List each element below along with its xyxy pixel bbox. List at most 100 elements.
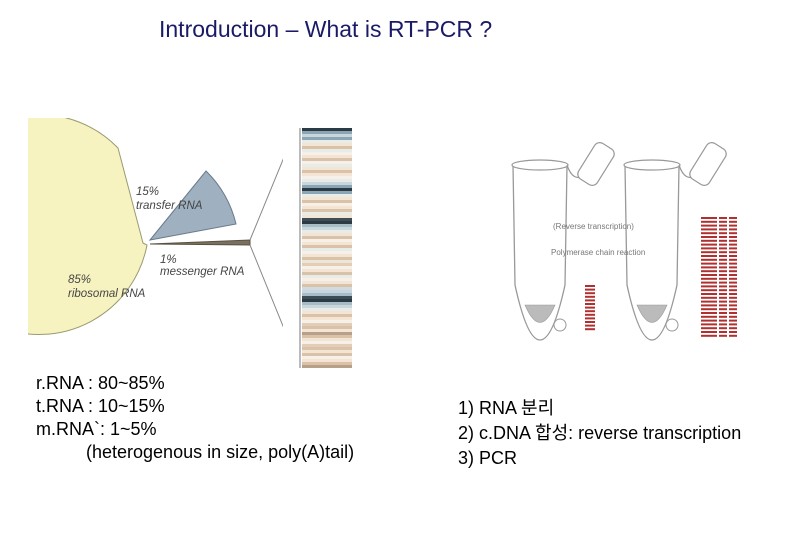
- cdna-band: [585, 310, 595, 313]
- pcr-band: [719, 247, 727, 250]
- pcr-band: [719, 334, 727, 337]
- rt-pcr-steps: 1) RNA 분리 2) c.DNA 합성: reverse transcrip…: [458, 396, 741, 471]
- pcr-band: [701, 334, 709, 337]
- pcr-band: [729, 315, 737, 318]
- strip-band: [302, 191, 352, 195]
- pcr-band: [709, 327, 717, 330]
- pcr-band: [701, 315, 709, 318]
- rna-band-strip: [299, 128, 352, 368]
- pcr-band: [729, 293, 737, 295]
- pcr-band: [701, 304, 709, 307]
- step-3: 3) PCR: [458, 448, 518, 468]
- page-title: Introduction – What is RT-PCR ?: [159, 16, 493, 42]
- strip-band: [302, 344, 352, 348]
- strip-band: [302, 239, 352, 243]
- pie-label-rrna-name: ribosomal RNA: [68, 288, 146, 300]
- pcr-band: [719, 319, 727, 322]
- strip-band: [302, 152, 352, 156]
- strip-band: [302, 197, 352, 201]
- pie-label-mrna-name: messenger RNA: [160, 266, 245, 278]
- pcr-band: [729, 224, 737, 227]
- strip-band: [302, 194, 352, 198]
- cdna-band: [585, 292, 595, 295]
- strip-band: [302, 275, 352, 279]
- pcr-band: [719, 217, 727, 219]
- strip-band: [302, 245, 352, 249]
- pcr-band: [709, 243, 717, 246]
- pcr-band: [719, 243, 727, 246]
- pcr-band: [701, 281, 709, 284]
- pcr-band: [701, 293, 709, 295]
- cdna-band: [585, 317, 595, 320]
- pcr-band: [709, 315, 717, 318]
- strip-band: [302, 341, 352, 345]
- cdna-band: [585, 299, 595, 302]
- strip-band: [302, 365, 352, 368]
- pcr-band: [709, 217, 717, 219]
- pcr-band: [729, 327, 737, 330]
- pcr-band: [709, 258, 717, 261]
- pcr-band: [729, 232, 737, 235]
- pcr-band: [719, 220, 727, 223]
- strip-band: [302, 212, 352, 216]
- strip-band: [302, 311, 352, 315]
- pcr-band: [709, 251, 717, 254]
- strip-band: [302, 284, 352, 288]
- pcr-band: [719, 270, 727, 273]
- pcr-band: [701, 270, 709, 273]
- pcr-band: [701, 296, 709, 299]
- pcr-band: [709, 296, 717, 299]
- cdna-band: [585, 288, 595, 291]
- pcr-band: [709, 228, 717, 231]
- pcr-band: [709, 312, 717, 314]
- pcr-band: [709, 277, 717, 280]
- pcr-band: [729, 300, 737, 303]
- strip-band: [302, 137, 352, 141]
- pcr-band: [729, 251, 737, 254]
- strip-band: [302, 260, 352, 264]
- step-1: 1) RNA 분리: [458, 398, 555, 418]
- pcr-band: [729, 217, 737, 219]
- pcr-band: [719, 258, 727, 261]
- pcr-band: [701, 224, 709, 227]
- strip-band: [302, 338, 352, 342]
- pcr-band: [709, 304, 717, 307]
- strip-band: [302, 287, 352, 291]
- strip-band: [302, 296, 352, 300]
- step-2: 2) c.DNA 합성: reverse transcription: [458, 423, 742, 443]
- pcr-label: Polymerase chain reaction: [551, 248, 645, 257]
- strip-band: [302, 263, 352, 267]
- pcr-band: [701, 266, 709, 269]
- strip-band: [302, 236, 352, 240]
- connector-line-top: [249, 158, 283, 241]
- cdna-band: [585, 295, 595, 298]
- pcr-band: [701, 262, 709, 265]
- pie-label-rrna-pct: 85%: [68, 274, 91, 286]
- pcr-band: [701, 327, 709, 330]
- tube-left: [511, 142, 615, 341]
- strip-band: [302, 221, 352, 225]
- strip-band: [302, 332, 352, 336]
- pie-label-mrna-pct: 1%: [160, 254, 177, 266]
- pcr-band: [709, 274, 717, 276]
- pcr-band: [701, 312, 709, 314]
- strip-band: [302, 173, 352, 177]
- pcr-band: [709, 300, 717, 303]
- strip-band: [302, 134, 352, 138]
- strip-band: [302, 215, 352, 219]
- pcr-band: [729, 331, 737, 333]
- pcr-band: [709, 285, 717, 288]
- strip-band: [302, 206, 352, 210]
- pie-slice-transfer: [148, 170, 237, 241]
- pcr-band: [701, 285, 709, 288]
- pcr-band: [701, 217, 709, 219]
- pcr-band: [701, 289, 709, 292]
- dna-amplification-stack: [701, 217, 737, 337]
- pcr-band: [719, 289, 727, 292]
- pcr-band: [709, 281, 717, 284]
- pcr-band: [729, 228, 737, 231]
- strip-band: [302, 356, 352, 360]
- pcr-band: [729, 296, 737, 299]
- pcr-band: [719, 315, 727, 318]
- pcr-band: [709, 239, 717, 242]
